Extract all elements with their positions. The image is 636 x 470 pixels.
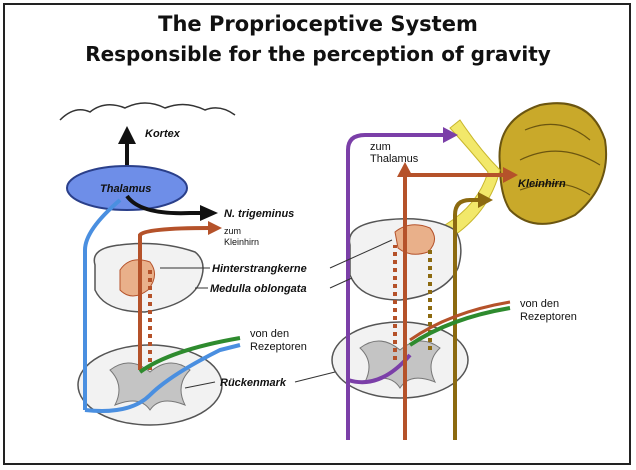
label-hinterstrangkerne: Hinterstrangkerne [212, 263, 307, 275]
label-kleinhirn: Kleinhirn [518, 178, 566, 190]
label-zum-kleinhirn-1: zum [224, 226, 241, 236]
label-rezeptoren-2: Rezeptoren [520, 311, 577, 323]
cortex-outline [60, 103, 235, 120]
trigeminus-head [200, 205, 218, 221]
label-von-den-1: von den [250, 328, 289, 340]
label-thalamus: Thalamus [100, 183, 151, 195]
brown-arrow-left [208, 221, 222, 235]
label-n-trigeminus: N. trigeminus [224, 208, 294, 220]
label-zum-thalamus-2: Thalamus [370, 153, 419, 165]
label-zum-kleinhirn-2: Kleinhirn [224, 237, 259, 247]
label-medulla-oblongata: Medulla oblongata [210, 283, 307, 295]
cerebellum-shape [500, 103, 607, 224]
arrow-to-kortex-head [118, 126, 136, 144]
hinterstrang-nucleus-right [395, 225, 435, 254]
label-rueckenmark: Rückenmark [220, 377, 287, 389]
label-von-den-2: von den [520, 298, 559, 310]
label-kortex: Kortex [145, 128, 181, 140]
label-zum-thalamus-1: zum [370, 141, 391, 153]
label-rezeptoren-1: Rezeptoren [250, 341, 307, 353]
leader-rueckenmark-right [295, 372, 335, 382]
